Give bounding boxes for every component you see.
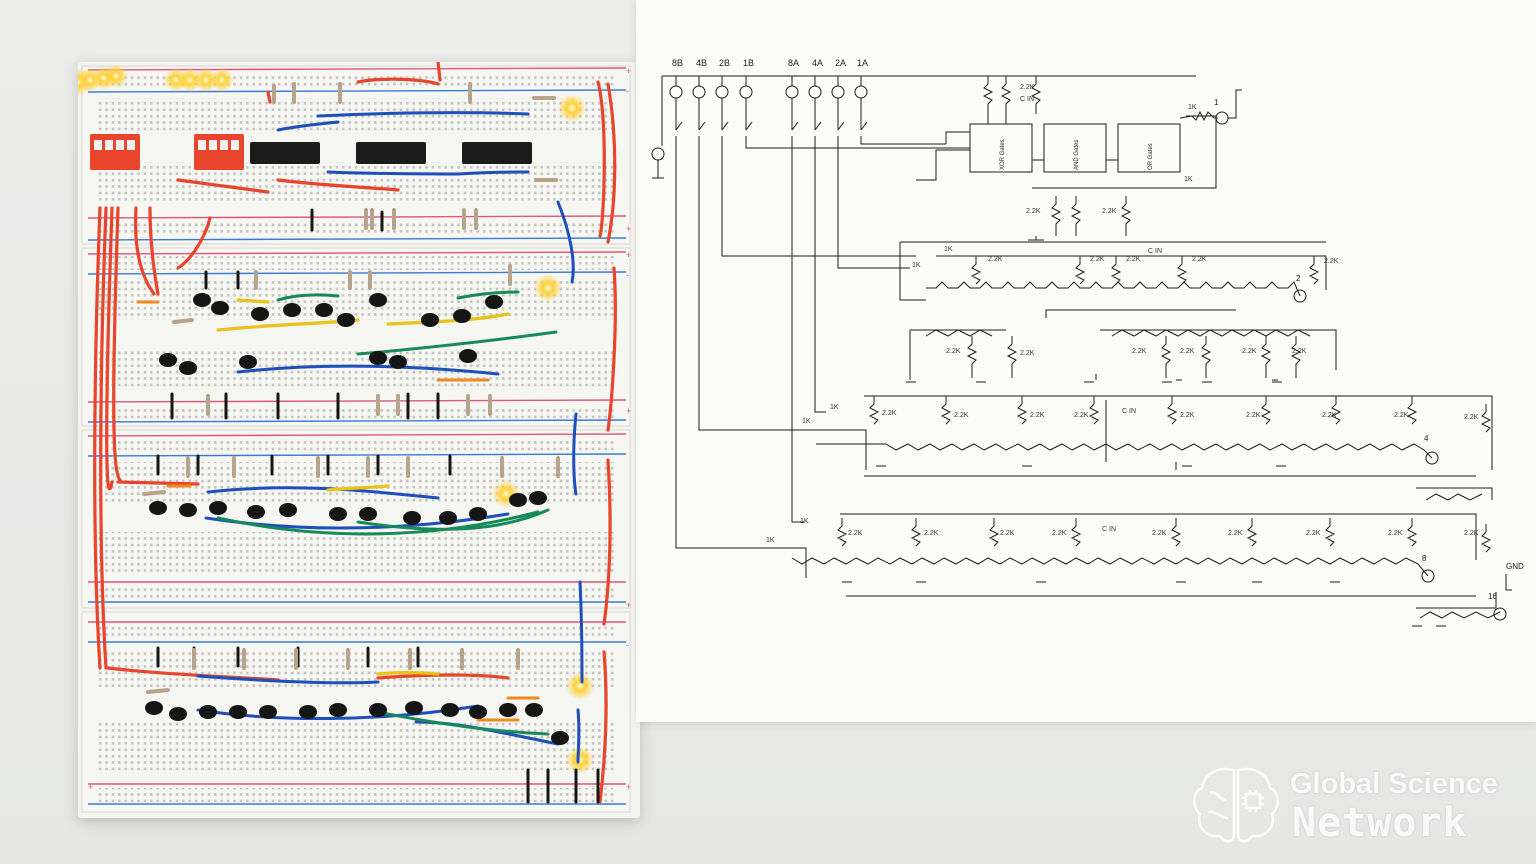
chip-label-xor: XOR Gates xyxy=(1000,139,1006,170)
input-label-8b: 8B xyxy=(672,58,684,68)
svg-text:+: + xyxy=(88,782,93,792)
label-2k2: 2.2K xyxy=(924,530,939,537)
schematic-sheet: 8B 4B 2B 1B 8A 4A 2A 1A XOR Gates AND Ga… xyxy=(636,0,1536,722)
label-2k2: 2.2K xyxy=(1090,256,1105,263)
input-label-1a: 1A xyxy=(857,58,869,68)
label-2k2: 2.2K xyxy=(1052,530,1067,537)
label-1k: 1K xyxy=(912,262,921,269)
label-cin: C IN xyxy=(1148,248,1162,255)
schematic-drawing xyxy=(651,75,1512,627)
label-2k2: 2.2K xyxy=(1228,530,1243,537)
output-label-4: 4 xyxy=(1424,434,1429,443)
output-label-16: 16 xyxy=(1488,592,1497,601)
svg-text:+: + xyxy=(626,406,631,416)
svg-text:-: - xyxy=(626,270,629,280)
chip-label-and: AND Gates xyxy=(1074,139,1080,170)
svg-text:+: + xyxy=(626,782,631,792)
label-1k: 1K xyxy=(800,518,809,525)
svg-text:+: + xyxy=(626,250,631,260)
label-cin: C IN xyxy=(1020,96,1034,103)
input-label-4b: 4B xyxy=(696,58,708,68)
svg-text:+: + xyxy=(626,224,631,234)
input-led-symbols xyxy=(669,85,868,99)
label-2k2: 2.2K xyxy=(1388,530,1403,537)
label-2k2: 2.2K xyxy=(1126,256,1141,263)
label-2k2: 2.2K xyxy=(1306,530,1321,537)
resistors xyxy=(142,82,560,694)
label-2k2: 2.2K xyxy=(954,412,969,419)
label-1k: 1K xyxy=(766,537,775,544)
label-2k2: 2.2K xyxy=(1394,412,1409,419)
watermark-text-line2: Network xyxy=(1292,800,1468,846)
breadboard-drawing: + - + + - + + - + + xyxy=(78,62,631,813)
label-2k2: 2.2K xyxy=(1324,258,1339,265)
input-label-2b: 2B xyxy=(719,58,731,68)
input-label-2a: 2A xyxy=(835,58,847,68)
svg-text:-: - xyxy=(626,640,629,650)
label-2k2: 2.2K xyxy=(882,410,897,417)
label-2k2: 2.2K xyxy=(1464,530,1479,537)
label-2k2: 2.2K xyxy=(1074,412,1089,419)
orange-wires xyxy=(136,300,540,722)
label-2k2: 2.2K xyxy=(988,256,1003,263)
label-2k2: 2.2K xyxy=(1102,208,1117,215)
svg-text:+: + xyxy=(626,600,631,610)
label-2k2: 2.2K xyxy=(1464,414,1479,421)
label-cin: C IN xyxy=(1102,526,1116,533)
ground-label: GND xyxy=(1506,562,1524,571)
row1-transistors xyxy=(926,281,1301,297)
label-2k2: 2.2K xyxy=(848,530,863,537)
label-2k2: 2.2K xyxy=(1030,412,1045,419)
watermark-text-line1: Global Science xyxy=(1290,768,1498,800)
label-2k2: 2.2K xyxy=(1000,530,1015,537)
label-2k2: 2.2K xyxy=(1292,348,1307,355)
output-label-1: 1 xyxy=(1214,98,1219,107)
green-wires xyxy=(216,290,558,736)
transistors xyxy=(145,293,569,745)
input-leds xyxy=(78,64,234,96)
label-2k2: 2.2K xyxy=(1020,350,1035,357)
svg-text:-: - xyxy=(626,86,629,96)
label-1k: 1K xyxy=(944,246,953,253)
power-rails xyxy=(87,67,627,805)
svg-text:+: + xyxy=(626,66,631,76)
label-2k2: 2.2K xyxy=(1152,530,1167,537)
label-2k2: 2.2K xyxy=(1026,208,1041,215)
label-2k2: 2.2K xyxy=(1180,348,1195,355)
label-cin: C IN xyxy=(1122,408,1136,415)
label-2k2: 2.2K xyxy=(1020,84,1035,91)
dip-switches xyxy=(90,134,244,170)
label-1k: 1K xyxy=(802,418,811,425)
label-1k: 1K xyxy=(1188,104,1197,111)
logic-ics xyxy=(250,142,532,164)
brain-chip-icon xyxy=(1193,767,1279,843)
label-2k2: 2.2K xyxy=(1180,412,1195,419)
label-2k2: 2.2K xyxy=(1242,348,1257,355)
chip-label-or: OR Gates xyxy=(1148,143,1154,170)
label-1k: 1K xyxy=(1184,176,1193,183)
output-label-8: 8 xyxy=(1422,554,1427,563)
hole-fields xyxy=(96,74,616,802)
label-1k: 1K xyxy=(830,404,839,411)
label-2k2: 2.2K xyxy=(1246,412,1261,419)
output-label-2: 2 xyxy=(1296,274,1301,283)
breadboard: + - + + - + + - + + xyxy=(78,62,640,818)
input-label-8a: 8A xyxy=(788,58,800,68)
input-label-1b: 1B xyxy=(743,58,755,68)
label-2k2: 2.2K xyxy=(1192,256,1207,263)
label-2k2: 2.2K xyxy=(1132,348,1147,355)
watermark-logo: Global Science Network xyxy=(1188,760,1528,850)
rail-markers: + - + + - + + - + + xyxy=(88,66,631,792)
input-label-4a: 4A xyxy=(812,58,824,68)
label-2k2: 2.2K xyxy=(1322,412,1337,419)
label-2k2: 2.2K xyxy=(946,348,961,355)
